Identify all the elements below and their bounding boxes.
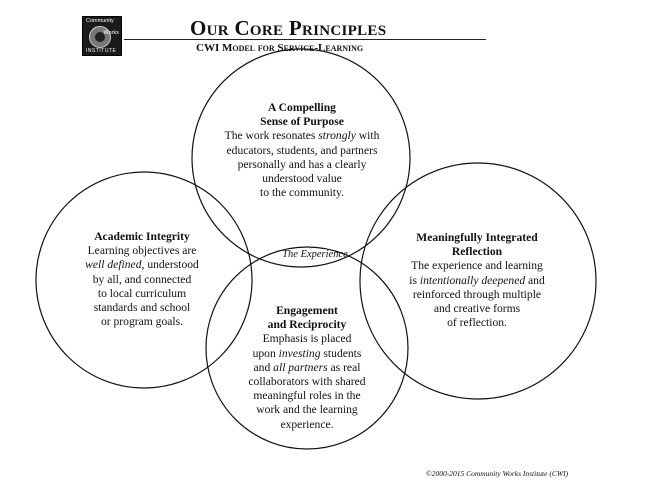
circle-academic xyxy=(35,171,253,389)
purpose-line-1: The work resonates strongly with xyxy=(224,129,380,143)
logo-middle-text: Works xyxy=(103,30,119,36)
purpose-line-5: to the community. xyxy=(260,186,344,200)
circle-purpose xyxy=(191,48,411,268)
circle-engagement xyxy=(205,246,409,450)
purpose-line-4: understood value xyxy=(262,172,342,186)
reflection-line-2: is intentionally deepened and xyxy=(409,273,545,287)
logo-seal-icon xyxy=(89,26,111,48)
academic-line-3: by all, and connected xyxy=(92,272,192,286)
purpose-line-2: educators, students, and partners xyxy=(226,143,378,157)
academic-line-2: well defined, understood xyxy=(85,258,199,272)
academic-line-6: or program goals. xyxy=(100,315,184,329)
purpose-heading-1: A Compelling xyxy=(268,101,336,114)
engagement-line-1: Emphasis is placed xyxy=(262,332,352,346)
center-label: The Experience xyxy=(282,249,348,260)
principle-academic: Academic Integrity Learning objectives a… xyxy=(52,230,232,329)
academic-line-1: Learning objectives are xyxy=(87,244,197,258)
principle-engagement: Engagement and Reciprocity Emphasis is p… xyxy=(224,304,390,432)
title-divider xyxy=(124,39,486,40)
reflection-line-5: of reflection. xyxy=(447,316,507,330)
academic-line-4: to local curriculum xyxy=(97,286,187,300)
engagement-heading-1: Engagement xyxy=(276,304,338,317)
logo-top-text: Community xyxy=(86,18,114,24)
copyright-footer: ©2000-2015 Community Works Institute (CW… xyxy=(426,469,569,478)
engagement-line-5: meaningful roles in the xyxy=(253,389,361,403)
principle-purpose: A Compelling Sense of Purpose The work r… xyxy=(196,101,408,200)
reflection-line-1: The experience and learning xyxy=(411,259,543,273)
engagement-line-2: upon investing students xyxy=(252,346,362,360)
principle-reflection: Meaningfully Integrated Reflection The e… xyxy=(386,231,568,330)
academic-heading: Academic Integrity xyxy=(94,230,190,243)
reflection-line-3: reinforced through multiple xyxy=(412,287,542,301)
purpose-heading-2: Sense of Purpose xyxy=(260,115,344,129)
cwi-logo: Community Works INSTITUTE xyxy=(82,16,122,56)
engagement-line-3: and all partners as real xyxy=(253,360,361,374)
academic-line-5: standards and school xyxy=(93,301,191,315)
engagement-heading-2: and Reciprocity xyxy=(267,318,347,332)
purpose-line-3: personally and has a clearly xyxy=(237,157,367,171)
reflection-heading-2: Reflection xyxy=(451,245,503,259)
page-title: Our Core Principles xyxy=(190,16,387,40)
circle-reflection xyxy=(359,162,597,400)
engagement-line-6: work and the learning xyxy=(256,403,358,417)
reflection-line-4: and creative forms xyxy=(433,302,521,316)
reflection-heading-1: Meaningfully Integrated xyxy=(416,231,538,244)
logo-bottom-text: INSTITUTE xyxy=(86,48,117,54)
engagement-line-4: collaborators with shared xyxy=(248,375,366,389)
engagement-line-7: experience. xyxy=(280,417,334,431)
